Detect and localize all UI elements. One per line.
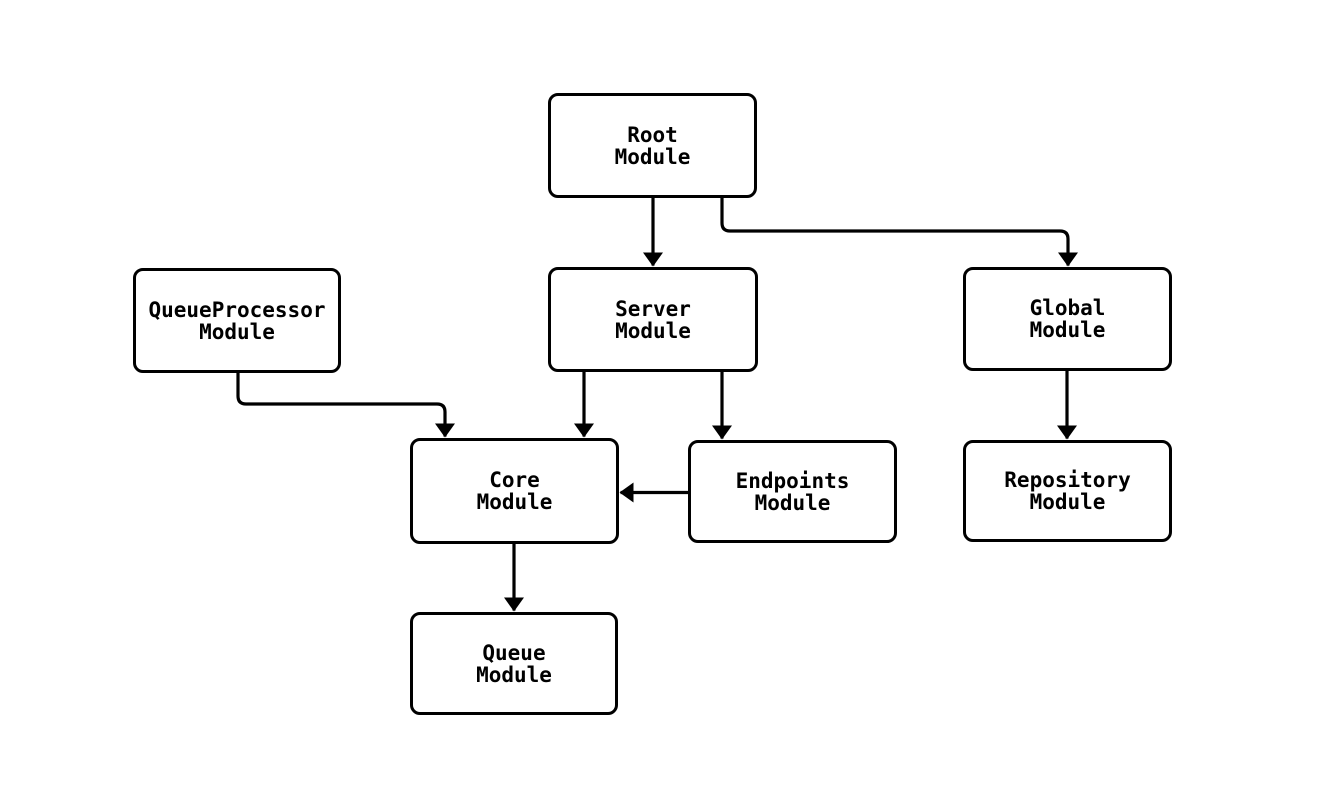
node-repository-module: Repository Module xyxy=(963,440,1172,542)
node-server-module: Server Module xyxy=(548,267,758,372)
edge-queueprocessor-to-core xyxy=(236,372,455,438)
node-endpoints-module: Endpoints Module xyxy=(688,440,897,543)
node-global-module: Global Module xyxy=(963,267,1172,371)
node-core-module: Core Module xyxy=(410,438,619,544)
node-queueprocessor-module: QueueProcessor Module xyxy=(133,268,341,373)
node-root-module: Root Module xyxy=(548,93,757,198)
node-queue-module: Queue Module xyxy=(410,612,618,715)
edge-root-to-global xyxy=(720,197,1078,267)
